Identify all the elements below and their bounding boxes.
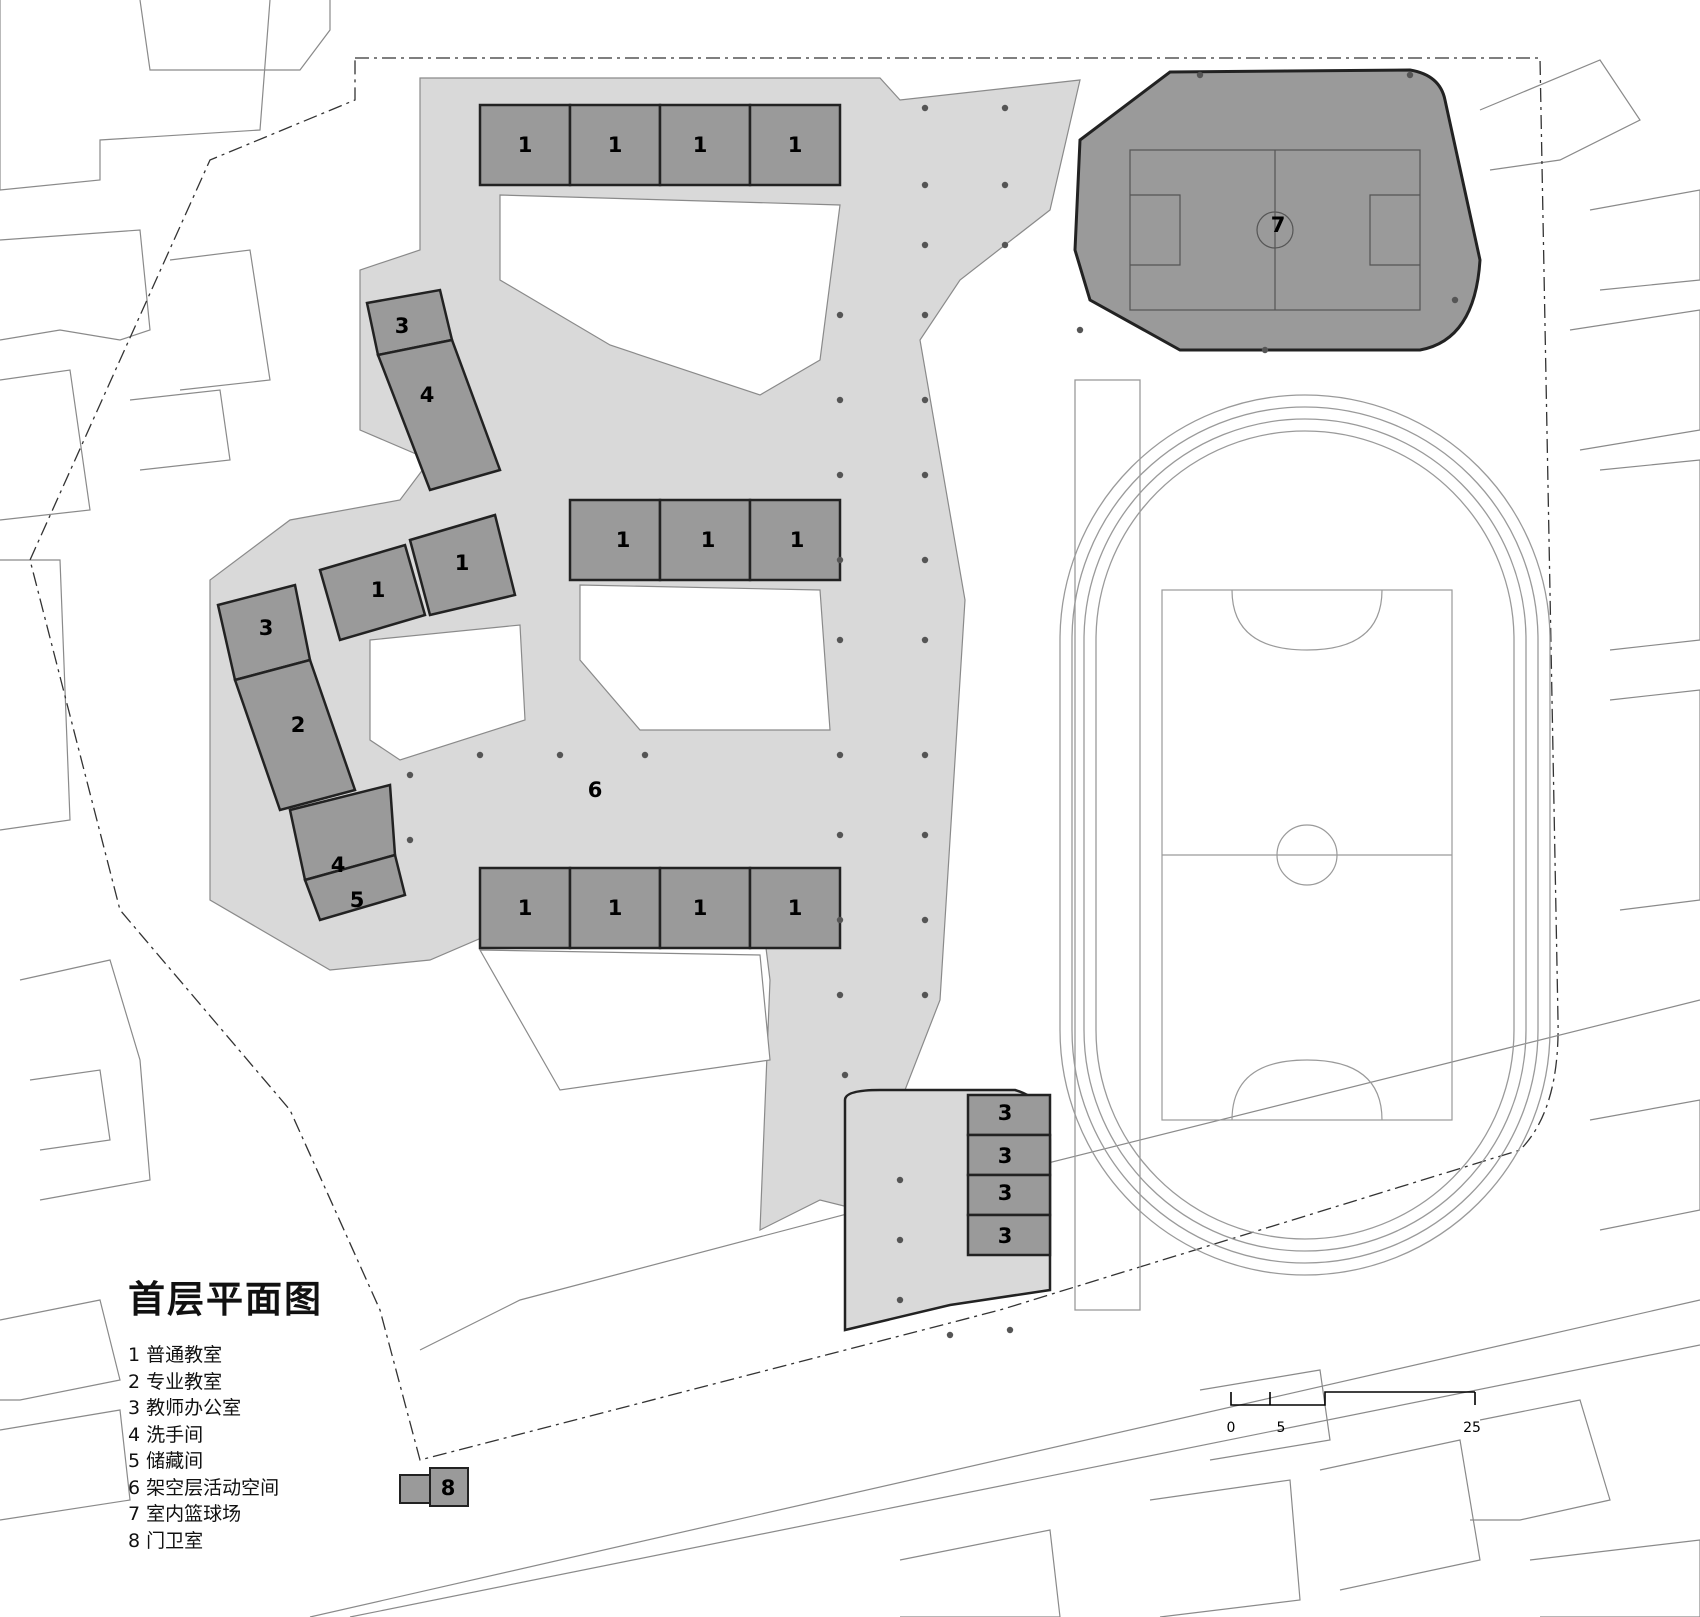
room-label: 8 [441, 1476, 456, 1500]
room-label: 3 [259, 616, 274, 640]
column-dot [896, 1236, 904, 1244]
basketball-court-lines [1129, 149, 1421, 311]
column-dot [841, 1071, 849, 1079]
scale-tick-0: 0 [1227, 1420, 1236, 1436]
room-label: 7 [1271, 213, 1286, 237]
basketball-hall [1073, 68, 1482, 352]
column-dot [921, 311, 929, 319]
room-label: 4 [331, 853, 346, 877]
column-dot [1406, 71, 1414, 79]
room-label: 1 [790, 528, 805, 552]
column-dot [921, 104, 929, 112]
room-label: 1 [788, 133, 803, 157]
column-dot [836, 831, 844, 839]
legend-item: 8 门卫室 [128, 1529, 204, 1552]
column-dot [836, 751, 844, 759]
legend-item: 2 专业教室 [128, 1370, 223, 1393]
column-dot [1001, 104, 1009, 112]
room-label: 3 [998, 1224, 1013, 1248]
room-label: 1 [371, 578, 386, 602]
column-dot [406, 836, 414, 844]
column-dot [921, 396, 929, 404]
football-field [1161, 589, 1453, 1121]
column-dot [921, 636, 929, 644]
room-label: 1 [616, 528, 631, 552]
legend-item: 5 储藏间 [128, 1450, 204, 1472]
room-label: 1 [518, 896, 533, 920]
site-boundary [29, 57, 1559, 1461]
room-label: 6 [588, 778, 603, 802]
column-dot [406, 771, 414, 779]
column-dot [556, 751, 564, 759]
room-label: 1 [693, 133, 708, 157]
column-dot [896, 1296, 904, 1304]
room-label: 1 [788, 896, 803, 920]
room-label: 4 [420, 383, 435, 407]
column-dot [836, 991, 844, 999]
classroom-blocks [318, 103, 842, 950]
column-dot [921, 751, 929, 759]
column-dot [1076, 326, 1084, 334]
legend-item: 1 普通教室 [128, 1344, 223, 1366]
legend-list: 1 普通教室 2 专业教室 3 教师办公室 4 洗手间 5 储藏间 6 架空层活… [128, 1342, 323, 1554]
west-wing [216, 288, 502, 922]
room-label: 1 [518, 133, 533, 157]
column-dot [836, 311, 844, 319]
column-dot [946, 1331, 954, 1339]
room-label: 1 [693, 896, 708, 920]
scale-bar: 0 5 25 [1227, 1391, 1481, 1436]
column-dot [836, 916, 844, 924]
column-dot [836, 396, 844, 404]
room-label: 2 [291, 713, 306, 737]
room-label: 3 [998, 1181, 1013, 1205]
legend-item: 6 架空层活动空间 [128, 1476, 280, 1499]
column-dot [476, 751, 484, 759]
room-label: 1 [608, 896, 623, 920]
column-dot [921, 556, 929, 564]
room-label: 5 [350, 888, 365, 912]
column-dot [836, 556, 844, 564]
column-dot [921, 241, 929, 249]
column-dot [1001, 241, 1009, 249]
column-dot [921, 471, 929, 479]
column-dot [921, 831, 929, 839]
plan-title: 首层平面图 [128, 1278, 323, 1321]
room-label: 3 [395, 314, 410, 338]
column-dot [896, 1176, 904, 1184]
legend: 首层平面图 1 普通教室 2 专业教室 3 教师办公室 4 洗手间 5 储藏间 … [128, 1278, 323, 1554]
legend-item: 7 室内篮球场 [128, 1503, 242, 1525]
south-offices [966, 1093, 1052, 1257]
legend-item: 3 教师办公室 [128, 1397, 242, 1419]
room-label: 1 [608, 133, 623, 157]
room-labels: 1 1 1 1 1 1 1 1 1 1 1 1 1 2 3 3 3 3 3 3 … [259, 133, 1286, 1500]
column-dot [1001, 181, 1009, 189]
room-label: 1 [455, 551, 470, 575]
room-label: 1 [701, 528, 716, 552]
column-dot [836, 471, 844, 479]
column-dot [1196, 71, 1204, 79]
scale-tick-5: 5 [1277, 1420, 1286, 1436]
structural-columns [406, 71, 1459, 1339]
column-dot [641, 751, 649, 759]
column-dot [921, 181, 929, 189]
column-dot [836, 636, 844, 644]
column-dot [921, 916, 929, 924]
column-dot [1261, 346, 1269, 354]
column-dot [1451, 296, 1459, 304]
guard-room-shape [399, 1467, 469, 1507]
running-track [1059, 379, 1551, 1311]
courtyards [369, 194, 841, 1091]
room-label: 3 [998, 1101, 1013, 1125]
legend-item: 4 洗手间 [128, 1423, 204, 1446]
room-label: 3 [998, 1144, 1013, 1168]
column-dot [1006, 1326, 1014, 1334]
scale-tick-25: 25 [1463, 1420, 1481, 1436]
column-dot [921, 991, 929, 999]
